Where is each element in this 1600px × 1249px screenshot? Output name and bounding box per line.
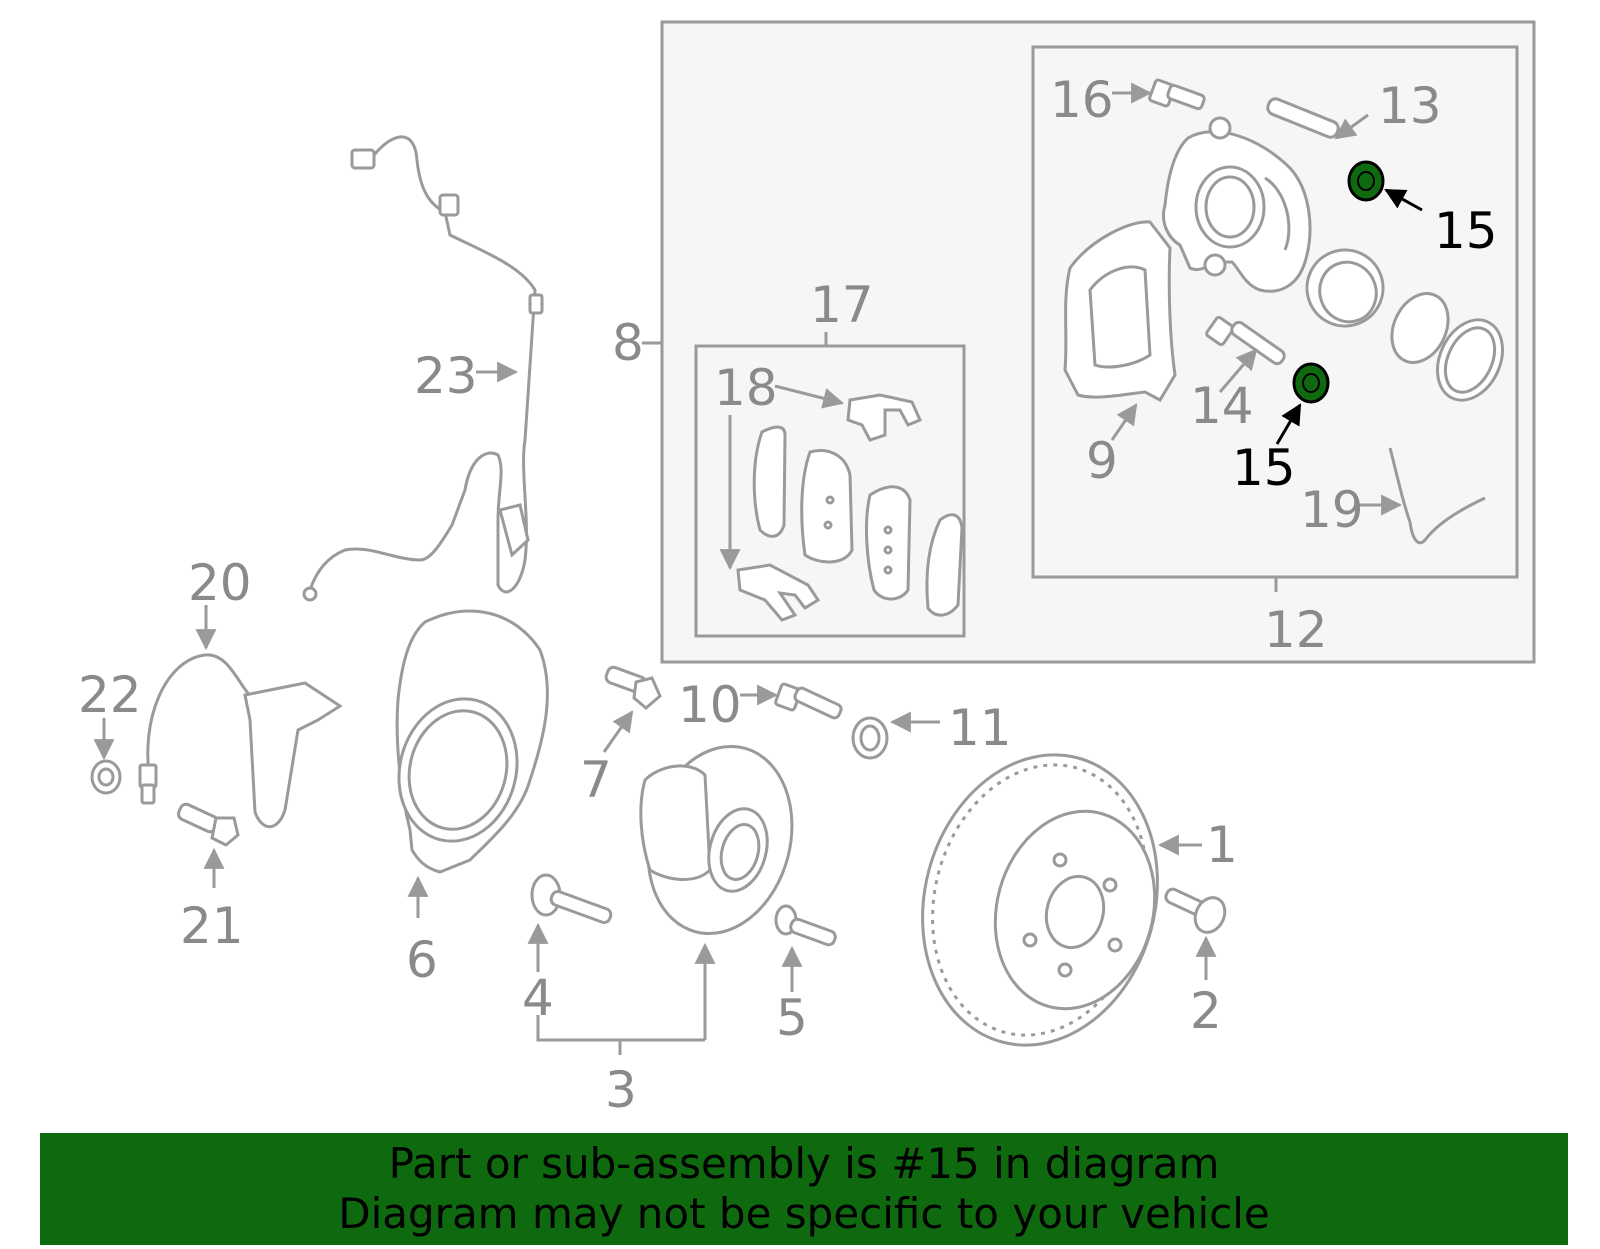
part-18-pad-clip-upper[interactable] [846, 393, 922, 442]
part-16-bolt[interactable] [1148, 78, 1206, 111]
label-10: 10 [678, 676, 742, 734]
part-caliper-housing[interactable] [1162, 116, 1312, 293]
part-18-pad-clip-lower[interactable] [736, 563, 821, 622]
part-brake-pad-inner-left[interactable] [800, 449, 854, 564]
label-15-upper: 15 [1434, 202, 1498, 260]
info-banner: Part or sub-assembly is #15 in diagram D… [40, 1133, 1568, 1245]
label-16: 16 [1050, 71, 1114, 129]
part-9-caliper-bracket[interactable] [1063, 220, 1177, 402]
part-2-rotor-screw[interactable] [1164, 887, 1230, 937]
banner-line-1: Part or sub-assembly is #15 in diagram [388, 1139, 1220, 1188]
part-brake-pad-outer-right[interactable] [925, 513, 964, 617]
part-15-bleeder-cap-lower[interactable] [1292, 362, 1330, 404]
part-4-hub-bolt[interactable] [530, 873, 613, 924]
label-19: 19 [1300, 481, 1364, 539]
label-23: 23 [414, 347, 478, 405]
part-piston[interactable] [1296, 239, 1393, 336]
label-7: 7 [580, 751, 612, 809]
part-21-bolt[interactable] [176, 802, 240, 847]
part-7-bolt[interactable] [604, 665, 662, 710]
label-3: 3 [605, 1061, 637, 1119]
part-5-wheel-stud[interactable] [774, 904, 837, 947]
label-14: 14 [1190, 377, 1254, 435]
part-6-dust-shield[interactable] [383, 609, 549, 874]
part-dust-boot[interactable] [1425, 309, 1515, 410]
label-20: 20 [188, 554, 252, 612]
label-18: 18 [714, 359, 778, 417]
label-9: 9 [1086, 432, 1118, 490]
label-21: 21 [180, 897, 244, 955]
part-brake-pad-inner-right[interactable] [865, 485, 912, 601]
part-19-spring-wire[interactable] [1388, 447, 1486, 545]
label-17: 17 [810, 276, 874, 334]
label-15-lower: 15 [1232, 439, 1296, 497]
part-20-wheel-speed-sensor[interactable] [138, 653, 343, 829]
label-1: 1 [1206, 816, 1238, 874]
label-12: 12 [1264, 601, 1328, 659]
label-4: 4 [522, 969, 554, 1027]
label-11: 11 [948, 699, 1012, 757]
part-3-wheel-hub[interactable] [628, 730, 812, 950]
part-brake-pad-outer-left[interactable] [752, 425, 787, 538]
part-piston-seal[interactable] [1381, 284, 1459, 371]
label-13: 13 [1378, 77, 1442, 135]
part-11-snap-ring[interactable] [851, 716, 889, 760]
label-22: 22 [78, 666, 142, 724]
part-22-grommet[interactable] [90, 759, 122, 795]
part-15-leader-lower [1275, 403, 1302, 445]
part-1-brake-rotor[interactable] [891, 728, 1189, 1072]
part-15-leader-upper [1384, 188, 1423, 212]
label-8: 8 [612, 314, 644, 372]
label-2: 2 [1190, 982, 1222, 1040]
part-15-bleeder-cap-upper[interactable] [1347, 160, 1385, 202]
part-10-bolt[interactable] [774, 682, 843, 720]
label-5: 5 [776, 989, 808, 1047]
label-6: 6 [406, 931, 438, 989]
banner-line-2: Diagram may not be specific to your vehi… [338, 1189, 1270, 1238]
part-23-abs-sensor-harness[interactable] [302, 135, 544, 602]
